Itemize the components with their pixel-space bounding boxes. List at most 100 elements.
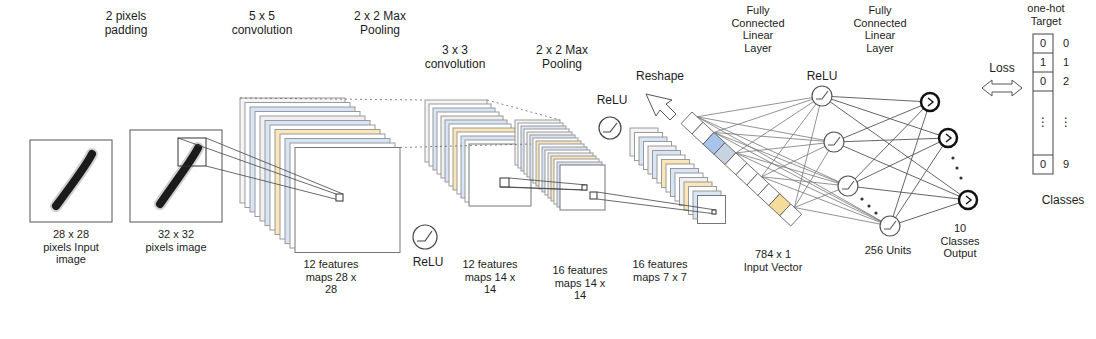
output-unit: [939, 129, 957, 147]
target-value: 0: [1034, 37, 1052, 50]
relu-curve: [603, 123, 617, 132]
dimension-label: 784 x 1 Input Vector: [742, 248, 804, 273]
target-value: ⋮: [1034, 116, 1052, 130]
hidden-unit: [812, 86, 832, 106]
dense-connection: [714, 132, 890, 226]
pooling-guide: [400, 144, 531, 148]
dimension-label: 32 x 32 pixels image: [143, 228, 209, 253]
dense-connection: [714, 132, 848, 186]
digit-blur: [56, 154, 92, 206]
loss-arrow: [982, 80, 1022, 96]
dimension-label: 28 x 28 pixels Input image: [38, 228, 104, 266]
target-vector: [1033, 34, 1053, 174]
ellipsis-dot: [874, 211, 877, 214]
dense-connection: [697, 117, 848, 186]
projection-line: [178, 138, 336, 194]
activation-label: ReLU: [802, 70, 842, 84]
dense-connection: [794, 142, 834, 207]
dense-connection: [761, 177, 890, 226]
output-cell: [582, 185, 587, 190]
ellipsis-dot: [951, 156, 954, 159]
relu-curve: [884, 221, 896, 229]
dense-connection: [736, 142, 834, 153]
layer-label: Fully Connected Linear Layer: [851, 4, 909, 55]
projection-line: [206, 166, 343, 201]
dense-connections: [697, 96, 968, 226]
dimension-label: 16 features maps 7 x 7: [630, 258, 690, 283]
relu-curve: [842, 181, 854, 189]
digit-blur: [160, 148, 198, 204]
output-unit: [921, 93, 939, 111]
feature-map: [560, 165, 605, 210]
padding-label: 2 pixels padding: [98, 10, 154, 38]
dimension-label: 256 Units: [858, 244, 918, 257]
input-vector: [681, 112, 802, 226]
output-cell: [336, 194, 343, 201]
cell-divider: [1033, 155, 1053, 156]
output-cell: [712, 210, 716, 214]
projection-line: [509, 178, 587, 185]
class-index: ⋮: [1057, 116, 1075, 130]
relu-curve: [417, 231, 432, 241]
dense-connection: [834, 102, 930, 142]
operation-label: Reshape: [630, 70, 690, 84]
feature-map: [698, 196, 726, 224]
kernel-window: [500, 178, 509, 187]
dense-connection: [848, 102, 930, 186]
activation-label: ReLU: [408, 256, 448, 270]
digit-stroke: [56, 154, 92, 206]
dense-connection: [822, 96, 968, 200]
digit-stroke: [160, 148, 198, 204]
layer-label: Fully Connected Linear Layer: [729, 4, 787, 55]
dimension-label: 10 Classes Output: [935, 222, 985, 260]
axis-label: Classes: [1033, 194, 1093, 208]
dense-connection: [736, 153, 848, 186]
projection-line: [597, 199, 716, 214]
dense-connection: [794, 96, 822, 207]
padded-image: [130, 130, 222, 222]
dimension-label: 16 features maps 14 x 14: [550, 264, 610, 302]
output-unit: [959, 191, 977, 209]
relu-curve: [816, 91, 828, 99]
target-label: one-hot Target: [1020, 2, 1072, 27]
relu-curve: [828, 137, 840, 145]
operation-label: 2 x 2 Max Pooling: [340, 10, 420, 38]
activation-label: ReLU: [592, 94, 632, 108]
hidden-unit: [880, 216, 900, 236]
output-glyph: [928, 98, 933, 106]
class-index: 9: [1057, 158, 1075, 171]
output-glyph: [966, 196, 971, 204]
dense-connection: [736, 153, 890, 226]
dense-connection: [697, 96, 822, 117]
cell-divider: [1033, 91, 1053, 92]
relu-symbol: [413, 225, 437, 249]
output-glyph: [946, 134, 951, 142]
dense-connection: [761, 96, 822, 177]
input-image: [30, 140, 112, 222]
neurons: [812, 86, 977, 236]
dense-connection: [714, 96, 822, 132]
cell-divider: [1033, 72, 1053, 73]
reshape-arrow: [646, 94, 676, 120]
ellipsis-dot: [959, 176, 962, 179]
vector-cell: [780, 204, 802, 226]
dense-connection: [714, 132, 834, 142]
kernel-window: [178, 138, 206, 166]
class-index: 1: [1057, 56, 1075, 69]
pooling-guide: [240, 98, 425, 100]
operation-label: 2 x 2 Max Pooling: [522, 44, 602, 72]
ellipsis-dot: [955, 166, 958, 169]
target-value: 0: [1034, 75, 1052, 88]
kernel-window: [590, 192, 597, 199]
pooling-guide: [487, 100, 560, 120]
hidden-unit: [824, 132, 844, 152]
operation-label: 5 x 5 convolution: [226, 10, 298, 38]
dense-connection: [794, 207, 890, 226]
loss-label: Loss: [982, 62, 1022, 76]
operation-label: 3 x 3 convolution: [419, 44, 491, 72]
feature-map: [295, 148, 400, 253]
ellipsis-dot: [867, 204, 870, 207]
ellipsis-dot: [860, 197, 863, 200]
projection-line: [206, 138, 343, 194]
dense-connection: [890, 102, 930, 226]
